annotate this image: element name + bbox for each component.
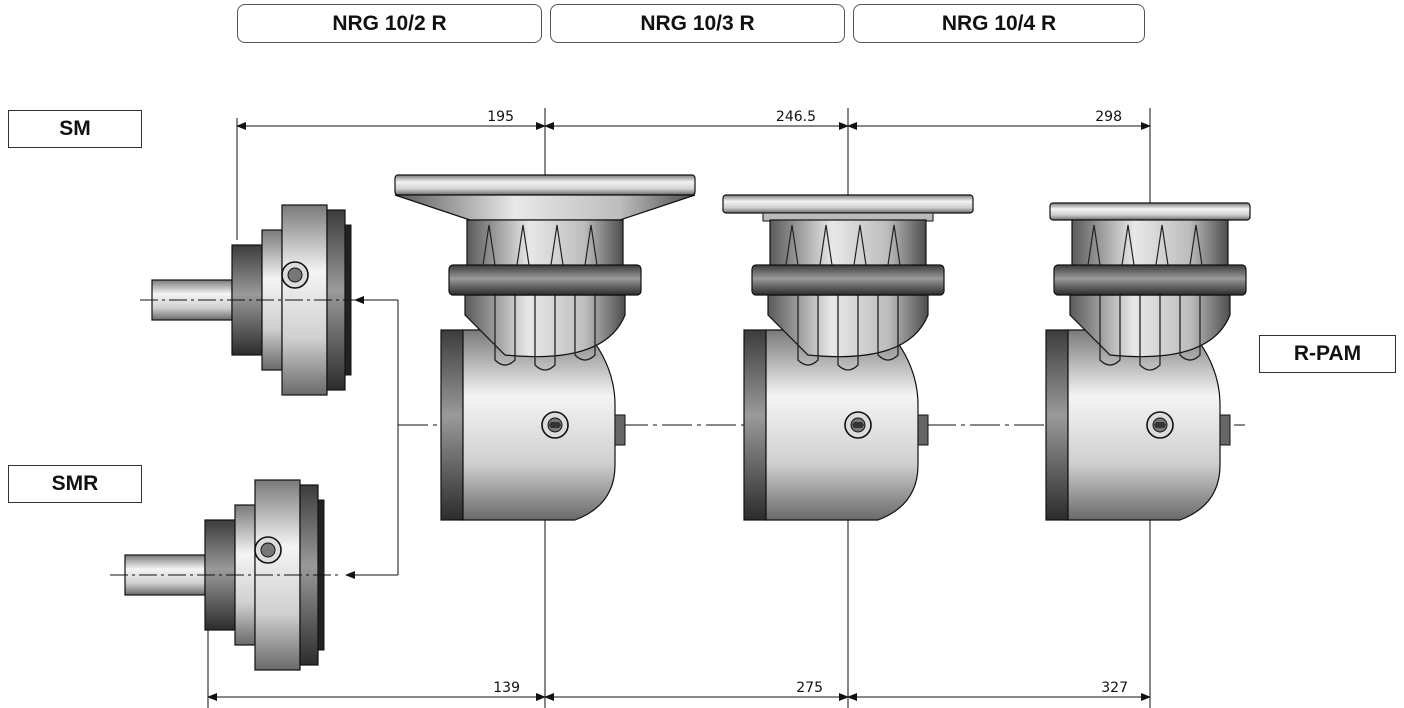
dimension-bottom-3: 327 [1101, 680, 1128, 696]
model-tab-label: NRG 10/2 R [332, 11, 447, 35]
dimension-top-2: 246.5 [776, 109, 816, 125]
gearbox-nrg-10-4 [1045, 202, 1251, 521]
input-label-sm: SM [8, 110, 142, 148]
output-label-rpam: R-PAM [1259, 335, 1396, 373]
gearbox-nrg-10-3 [722, 194, 974, 521]
model-tab-nrg-10-2[interactable]: NRG 10/2 R [237, 4, 542, 43]
model-tab-nrg-10-3[interactable]: NRG 10/3 R [550, 4, 845, 43]
model-tab-label: NRG 10/4 R [941, 11, 1057, 35]
model-tab-label: NRG 10/3 R [640, 11, 755, 35]
dimension-top-1: 195 [487, 109, 514, 125]
model-tab-nrg-10-4[interactable]: NRG 10/4 R [853, 4, 1145, 43]
dimension-bottom-1: 139 [493, 680, 520, 696]
input-label-smr: SMR [8, 465, 142, 503]
gearbox-nrg-10-2 [394, 174, 696, 521]
dimension-bottom-2: 275 [796, 680, 823, 696]
dimension-top-3: 298 [1095, 109, 1122, 125]
